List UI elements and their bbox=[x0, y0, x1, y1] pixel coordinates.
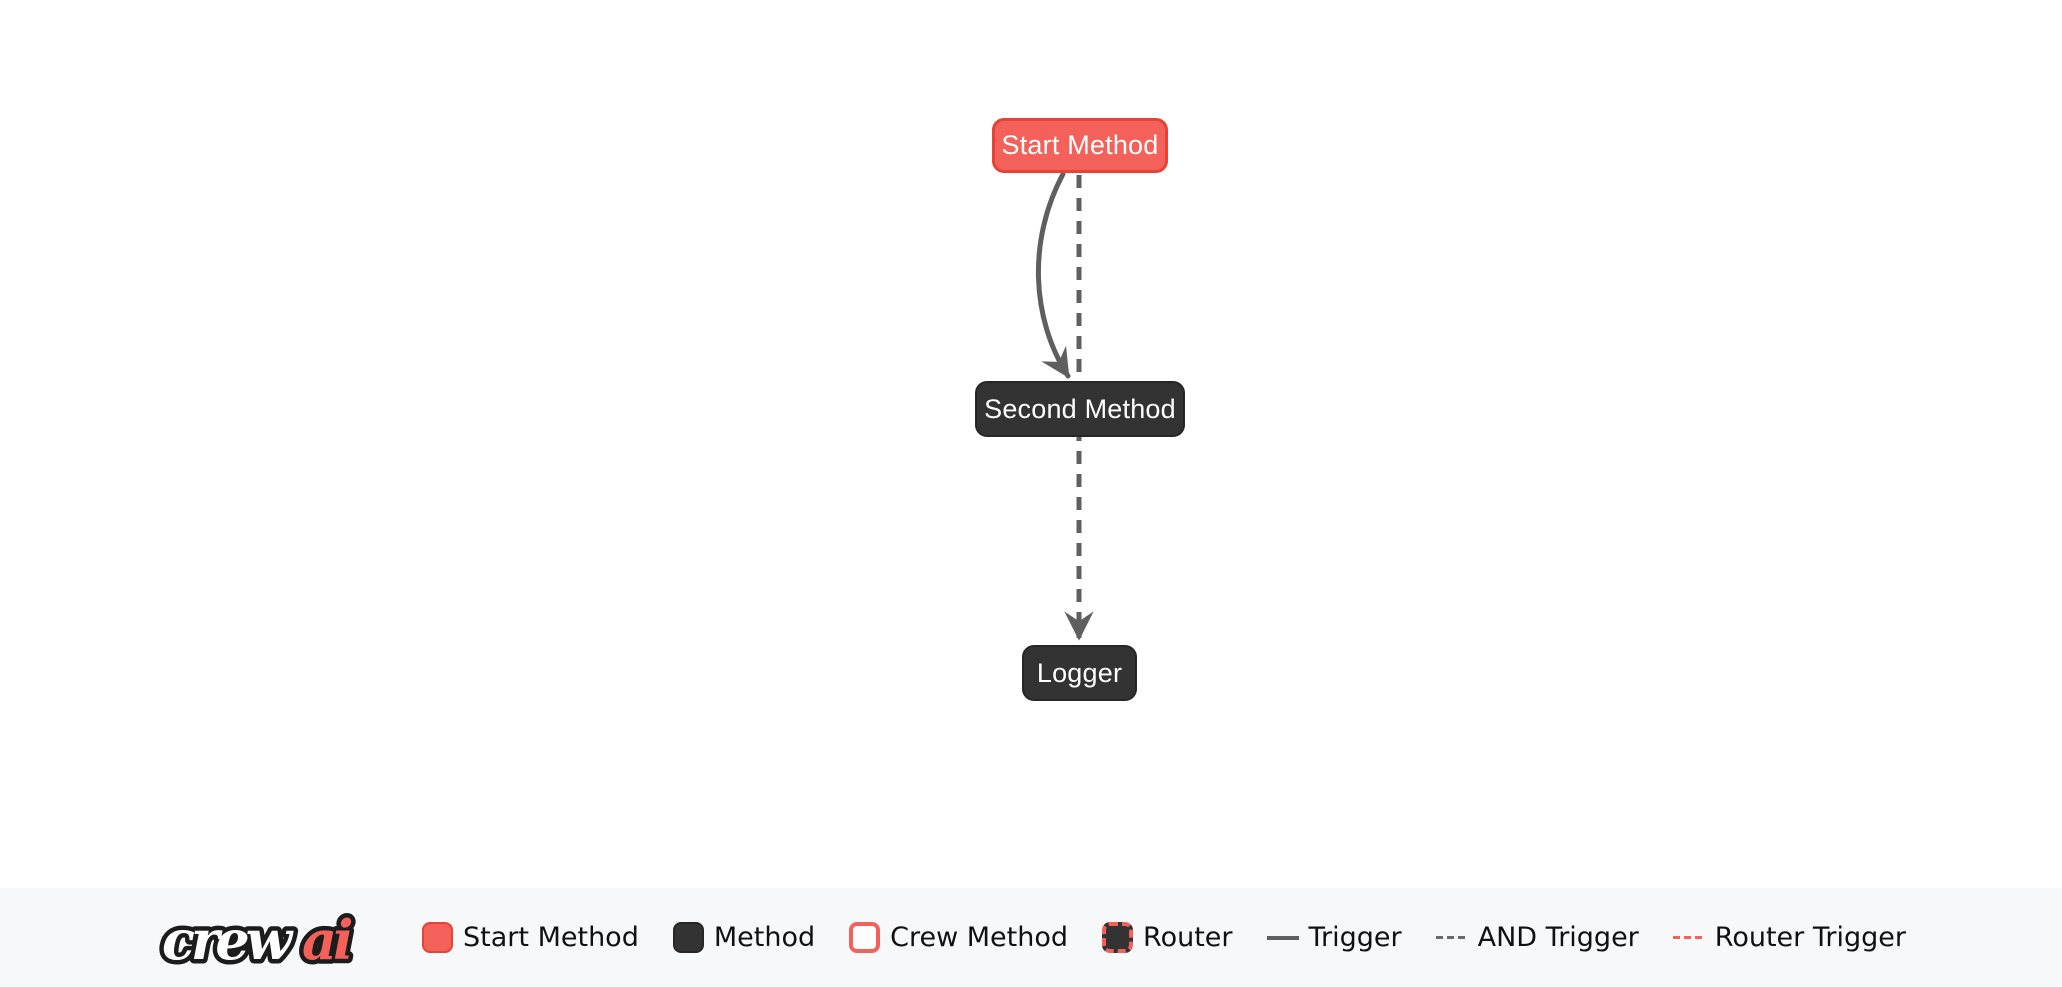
legend-item-router-trigger: Router Trigger bbox=[1672, 922, 1906, 953]
crew-method-swatch-icon bbox=[849, 922, 881, 953]
node-logger[interactable]: Logger bbox=[1022, 645, 1137, 701]
edge-trigger bbox=[1035, 171, 1071, 379]
legend-item-method: Method bbox=[672, 922, 816, 953]
legend-label: AND Trigger bbox=[1477, 922, 1639, 953]
node-second-method[interactable]: Second Method bbox=[975, 381, 1185, 437]
legend-item-trigger: Trigger bbox=[1266, 922, 1402, 953]
legend-item-start-method: Start Method bbox=[422, 922, 639, 953]
legend-label: Router Trigger bbox=[1714, 922, 1906, 953]
start-method-swatch-icon bbox=[422, 922, 454, 953]
trigger-line-icon bbox=[1266, 935, 1299, 940]
legend-item-crew-method: Crew Method bbox=[849, 922, 1068, 953]
method-swatch-icon bbox=[672, 922, 704, 953]
legend-label: Method bbox=[713, 922, 816, 953]
router-trigger-line-icon bbox=[1672, 936, 1705, 939]
logo-text-crew: crew bbox=[162, 908, 295, 972]
legend-label: Start Method bbox=[463, 922, 639, 953]
legend-label: Trigger bbox=[1308, 922, 1402, 953]
flow-canvas[interactable]: Start Method Second Method Logger bbox=[0, 0, 2062, 888]
crewai-logo: crew ai bbox=[158, 903, 361, 976]
node-start-method[interactable]: Start Method bbox=[992, 118, 1168, 173]
router-swatch-icon bbox=[1102, 922, 1134, 953]
legend-item-router: Router bbox=[1102, 922, 1233, 953]
legend-label: Crew Method bbox=[890, 922, 1069, 953]
legend-item-and-trigger: AND Trigger bbox=[1435, 922, 1639, 953]
legend-bar: crew ai Start Method Method Crew Method … bbox=[0, 888, 2062, 987]
legend-label: Router bbox=[1143, 922, 1233, 953]
and-trigger-line-icon bbox=[1435, 936, 1468, 939]
logo-text-ai: ai bbox=[302, 908, 352, 972]
